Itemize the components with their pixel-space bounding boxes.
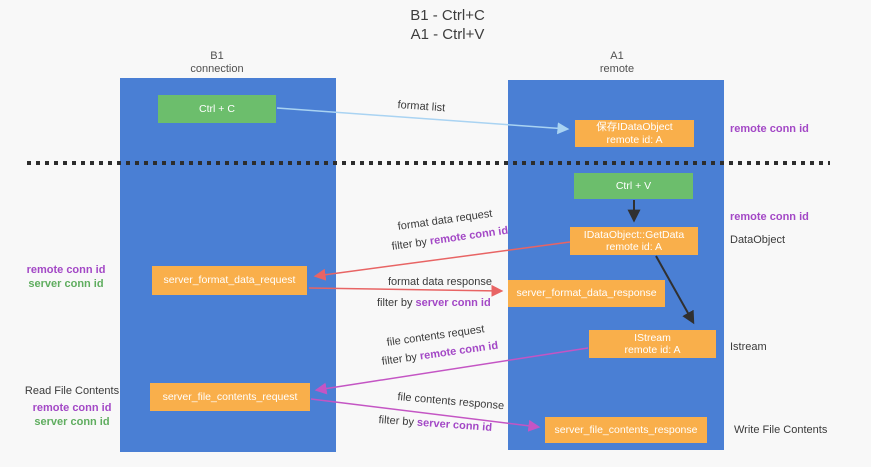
dataobject-label: DataObject <box>730 234 786 246</box>
save-idataobject-node: 保存IDataObject remote id: A <box>575 120 694 147</box>
remote-conn-id-label-mid: remote conn id <box>730 211 809 223</box>
read-file-contents-label: Read File Contents <box>24 385 120 397</box>
lifeline-header-a1: A1 remote <box>552 50 682 76</box>
format-data-response-filter-label: filter by server conn id <box>377 297 491 310</box>
file-response-node: server_file_contents_response <box>545 417 707 443</box>
ctrl-c-node: Ctrl + C <box>158 95 276 123</box>
file-request-node: server_file_contents_request <box>150 383 310 411</box>
filter-by-text-3: filter by <box>381 350 421 368</box>
diagram-title: B1 - Ctrl+C A1 - Ctrl+V <box>12 6 871 44</box>
server-conn-id-key-1: server conn id <box>415 297 491 309</box>
lifeline-b1-name: B1 <box>210 50 224 62</box>
lifeline-header-b1: B1 connection <box>152 50 282 76</box>
getdata-line2: remote id: A <box>605 241 663 253</box>
getdata-node: IDataObject::GetData remote id: A <box>570 227 698 255</box>
remote-conn-id-key-1: remote conn id <box>429 224 509 248</box>
lifeline-a1-role: remote <box>599 63 635 75</box>
istream-side-label: Istream <box>730 341 767 353</box>
format-response-node: server_format_data_response <box>508 280 665 307</box>
remote-conn-id-label-top: remote conn id <box>730 123 809 135</box>
file-request-label: server_file_contents_request <box>162 390 298 403</box>
save-idataobject-line2: remote id: A <box>606 133 663 146</box>
server-conn-id-label-left-1: server conn id <box>28 278 104 290</box>
ctrl-v-label: Ctrl + V <box>615 179 652 192</box>
istream-line1: IStream <box>634 331 671 344</box>
read-file-contents-labels: Read File Contents remote conn id server… <box>2 384 142 429</box>
file-contents-response-filter-label: filter by server conn id <box>378 414 492 435</box>
filter-by-text-1: filter by <box>391 235 431 253</box>
format-response-label: server_format_data_response <box>516 287 657 300</box>
remote-conn-id-label-left-1: remote conn id <box>26 264 106 276</box>
left-conn-id-labels: remote conn id server conn id <box>2 263 130 291</box>
format-request-node: server_format_data_request <box>152 266 307 295</box>
format-list-label: format list <box>397 99 446 115</box>
write-file-contents-label: Write File Contents <box>734 424 828 436</box>
ctrl-v-node: Ctrl + V <box>574 173 693 199</box>
server-conn-id-key-2: server conn id <box>416 416 493 434</box>
filter-by-text-2: filter by <box>377 297 416 309</box>
filter-by-text-4: filter by <box>378 414 418 429</box>
file-response-label: server_file_contents_response <box>554 423 698 436</box>
server-conn-id-label-left-2: server conn id <box>34 416 110 428</box>
istream-line2: remote id: A <box>624 344 681 356</box>
remote-conn-id-label-left-2: remote conn id <box>32 402 112 414</box>
lifeline-b1-role: connection <box>190 63 244 75</box>
format-data-response-label: format data response <box>388 276 492 288</box>
title-line-1: B1 - Ctrl+C <box>410 7 485 24</box>
format-request-label: server_format_data_request <box>163 274 296 287</box>
lifeline-a1-name: A1 <box>610 50 624 62</box>
save-idataobject-line1: 保存IDataObject <box>596 121 673 133</box>
title-line-2: A1 - Ctrl+V <box>410 26 485 43</box>
getdata-line1: IDataObject::GetData <box>583 228 685 241</box>
file-contents-response-label: file contents response <box>396 391 505 413</box>
istream-node: IStream remote id: A <box>589 330 716 358</box>
ctrl-c-label: Ctrl + C <box>199 102 235 115</box>
